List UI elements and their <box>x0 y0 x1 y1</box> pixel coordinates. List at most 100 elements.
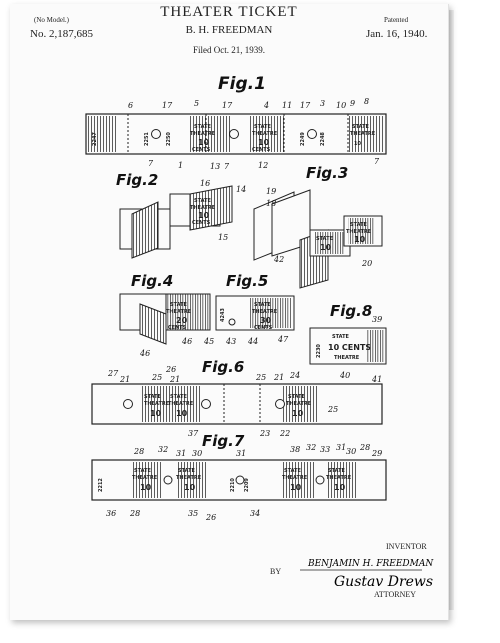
svg-text:STATE: STATE <box>316 236 334 242</box>
svg-text:THEATRE: THEATRE <box>252 309 278 315</box>
svg-text:46: 46 <box>139 349 150 358</box>
svg-text:10: 10 <box>336 101 346 110</box>
fig1-state-3: STATE <box>352 124 370 130</box>
filed-date: Filed Oct. 21, 1939. <box>193 45 265 55</box>
fig5-label: Fig.5 <box>226 272 269 290</box>
svg-text:12: 12 <box>258 161 268 170</box>
svg-text:25: 25 <box>255 373 266 382</box>
svg-text:43: 43 <box>225 337 236 346</box>
svg-text:7: 7 <box>224 162 230 171</box>
svg-text:31: 31 <box>176 449 186 458</box>
fig1-serial-c: 2249 <box>300 132 306 146</box>
svg-text:10: 10 <box>290 483 302 492</box>
svg-text:10: 10 <box>150 409 162 418</box>
svg-text:7: 7 <box>148 159 154 168</box>
svg-text:5: 5 <box>194 99 199 108</box>
fig7-serial-b: 2210 <box>230 478 236 492</box>
fig2-label: Fig.2 <box>116 171 159 189</box>
svg-text:28: 28 <box>359 443 370 452</box>
svg-text:42: 42 <box>273 255 284 264</box>
svg-text:21: 21 <box>273 373 284 382</box>
fig8-label: Fig.8 <box>330 302 373 320</box>
svg-text:STATE: STATE <box>288 394 306 400</box>
svg-text:26: 26 <box>205 513 216 522</box>
svg-text:17: 17 <box>162 101 173 110</box>
svg-text:STATE: STATE <box>134 468 152 474</box>
page-title: THEATER TICKET <box>160 4 298 20</box>
fig1-price: 10 <box>198 138 210 147</box>
svg-text:45: 45 <box>203 337 214 346</box>
svg-text:41: 41 <box>371 375 382 384</box>
svg-text:32: 32 <box>158 445 168 454</box>
fig7-serial-c: 2209 <box>244 478 250 492</box>
svg-text:6: 6 <box>128 101 133 110</box>
svg-text:17: 17 <box>300 101 311 110</box>
svg-text:STATE: STATE <box>328 468 346 474</box>
svg-text:19: 19 <box>266 187 276 196</box>
svg-text:26: 26 <box>165 365 176 374</box>
svg-text:20: 20 <box>361 259 372 268</box>
svg-text:10: 10 <box>292 409 304 418</box>
svg-text:34: 34 <box>250 509 260 518</box>
svg-text:THEATRE: THEATRE <box>144 401 170 407</box>
svg-text:8: 8 <box>364 97 369 106</box>
svg-text:10: 10 <box>334 483 346 492</box>
svg-text:31: 31 <box>236 449 246 458</box>
inventor-signature: BENJAMIN H. FREEDMAN <box>307 559 434 569</box>
inventor-label: INVENTOR <box>386 542 427 551</box>
svg-text:30: 30 <box>192 449 202 458</box>
fig1-cents: CENTS <box>192 147 211 153</box>
inventor-line: B. H. FREEDMAN <box>185 24 273 36</box>
fig1-price-3: 10 <box>354 141 361 147</box>
svg-text:THEATRE: THEATRE <box>282 475 308 481</box>
svg-text:36: 36 <box>106 509 116 518</box>
svg-text:STATE: STATE <box>170 302 188 308</box>
svg-text:10: 10 <box>176 409 188 418</box>
fig5-serial: 4243 <box>220 308 226 322</box>
svg-text:7: 7 <box>374 157 380 166</box>
svg-text:STATE: STATE <box>144 394 162 400</box>
svg-text:21: 21 <box>169 375 180 384</box>
fig1-state: STATE <box>194 124 212 130</box>
svg-text:35: 35 <box>188 509 198 518</box>
svg-text:29: 29 <box>371 449 382 458</box>
svg-text:30: 30 <box>346 447 356 456</box>
fig1-serial-b: 2250 <box>166 132 172 146</box>
fig1-state-2: STATE <box>254 124 272 130</box>
fig1-theatre-3: THEATRE <box>350 131 376 137</box>
svg-text:31: 31 <box>336 443 346 452</box>
svg-text:CENTS: CENTS <box>168 325 187 331</box>
fig7-label: Fig.7 <box>202 432 245 450</box>
svg-text:9: 9 <box>350 99 355 108</box>
svg-text:14: 14 <box>236 185 246 194</box>
svg-text:37: 37 <box>188 429 199 438</box>
svg-text:THEATRE: THEATRE <box>286 401 312 407</box>
model-note: (No Model.) <box>34 16 69 24</box>
svg-text:THEATRE: THEATRE <box>190 205 216 211</box>
patent-date: Jan. 16, 1940. <box>366 28 428 40</box>
svg-text:STATE: STATE <box>332 334 350 340</box>
svg-text:STATE: STATE <box>170 394 188 400</box>
fig1-cents-2: CENTS <box>252 147 271 153</box>
card-edge-shadow <box>448 10 454 610</box>
svg-text:THEATRE: THEATRE <box>132 475 158 481</box>
svg-text:22: 22 <box>279 429 290 438</box>
fig1-theatre-2: THEATRE <box>252 131 278 137</box>
fig4-label: Fig.4 <box>131 272 174 290</box>
fig6-label: Fig.6 <box>202 358 245 376</box>
svg-text:CENTS: CENTS <box>254 325 273 331</box>
svg-text:25: 25 <box>151 373 162 382</box>
fig1-theatre: THEATRE <box>190 131 216 137</box>
svg-text:11: 11 <box>282 101 292 110</box>
svg-text:CENTS: CENTS <box>192 220 211 226</box>
patent-number: No. 2,187,685 <box>30 28 93 40</box>
svg-text:THEATRE: THEATRE <box>326 475 352 481</box>
svg-text:3: 3 <box>320 99 325 108</box>
patent-print-card: (No Model.) No. 2,187,685 THEATER TICKET… <box>10 4 449 620</box>
svg-text:39: 39 <box>372 315 382 324</box>
fig8-cents-line: 10 CENTS <box>328 343 371 352</box>
